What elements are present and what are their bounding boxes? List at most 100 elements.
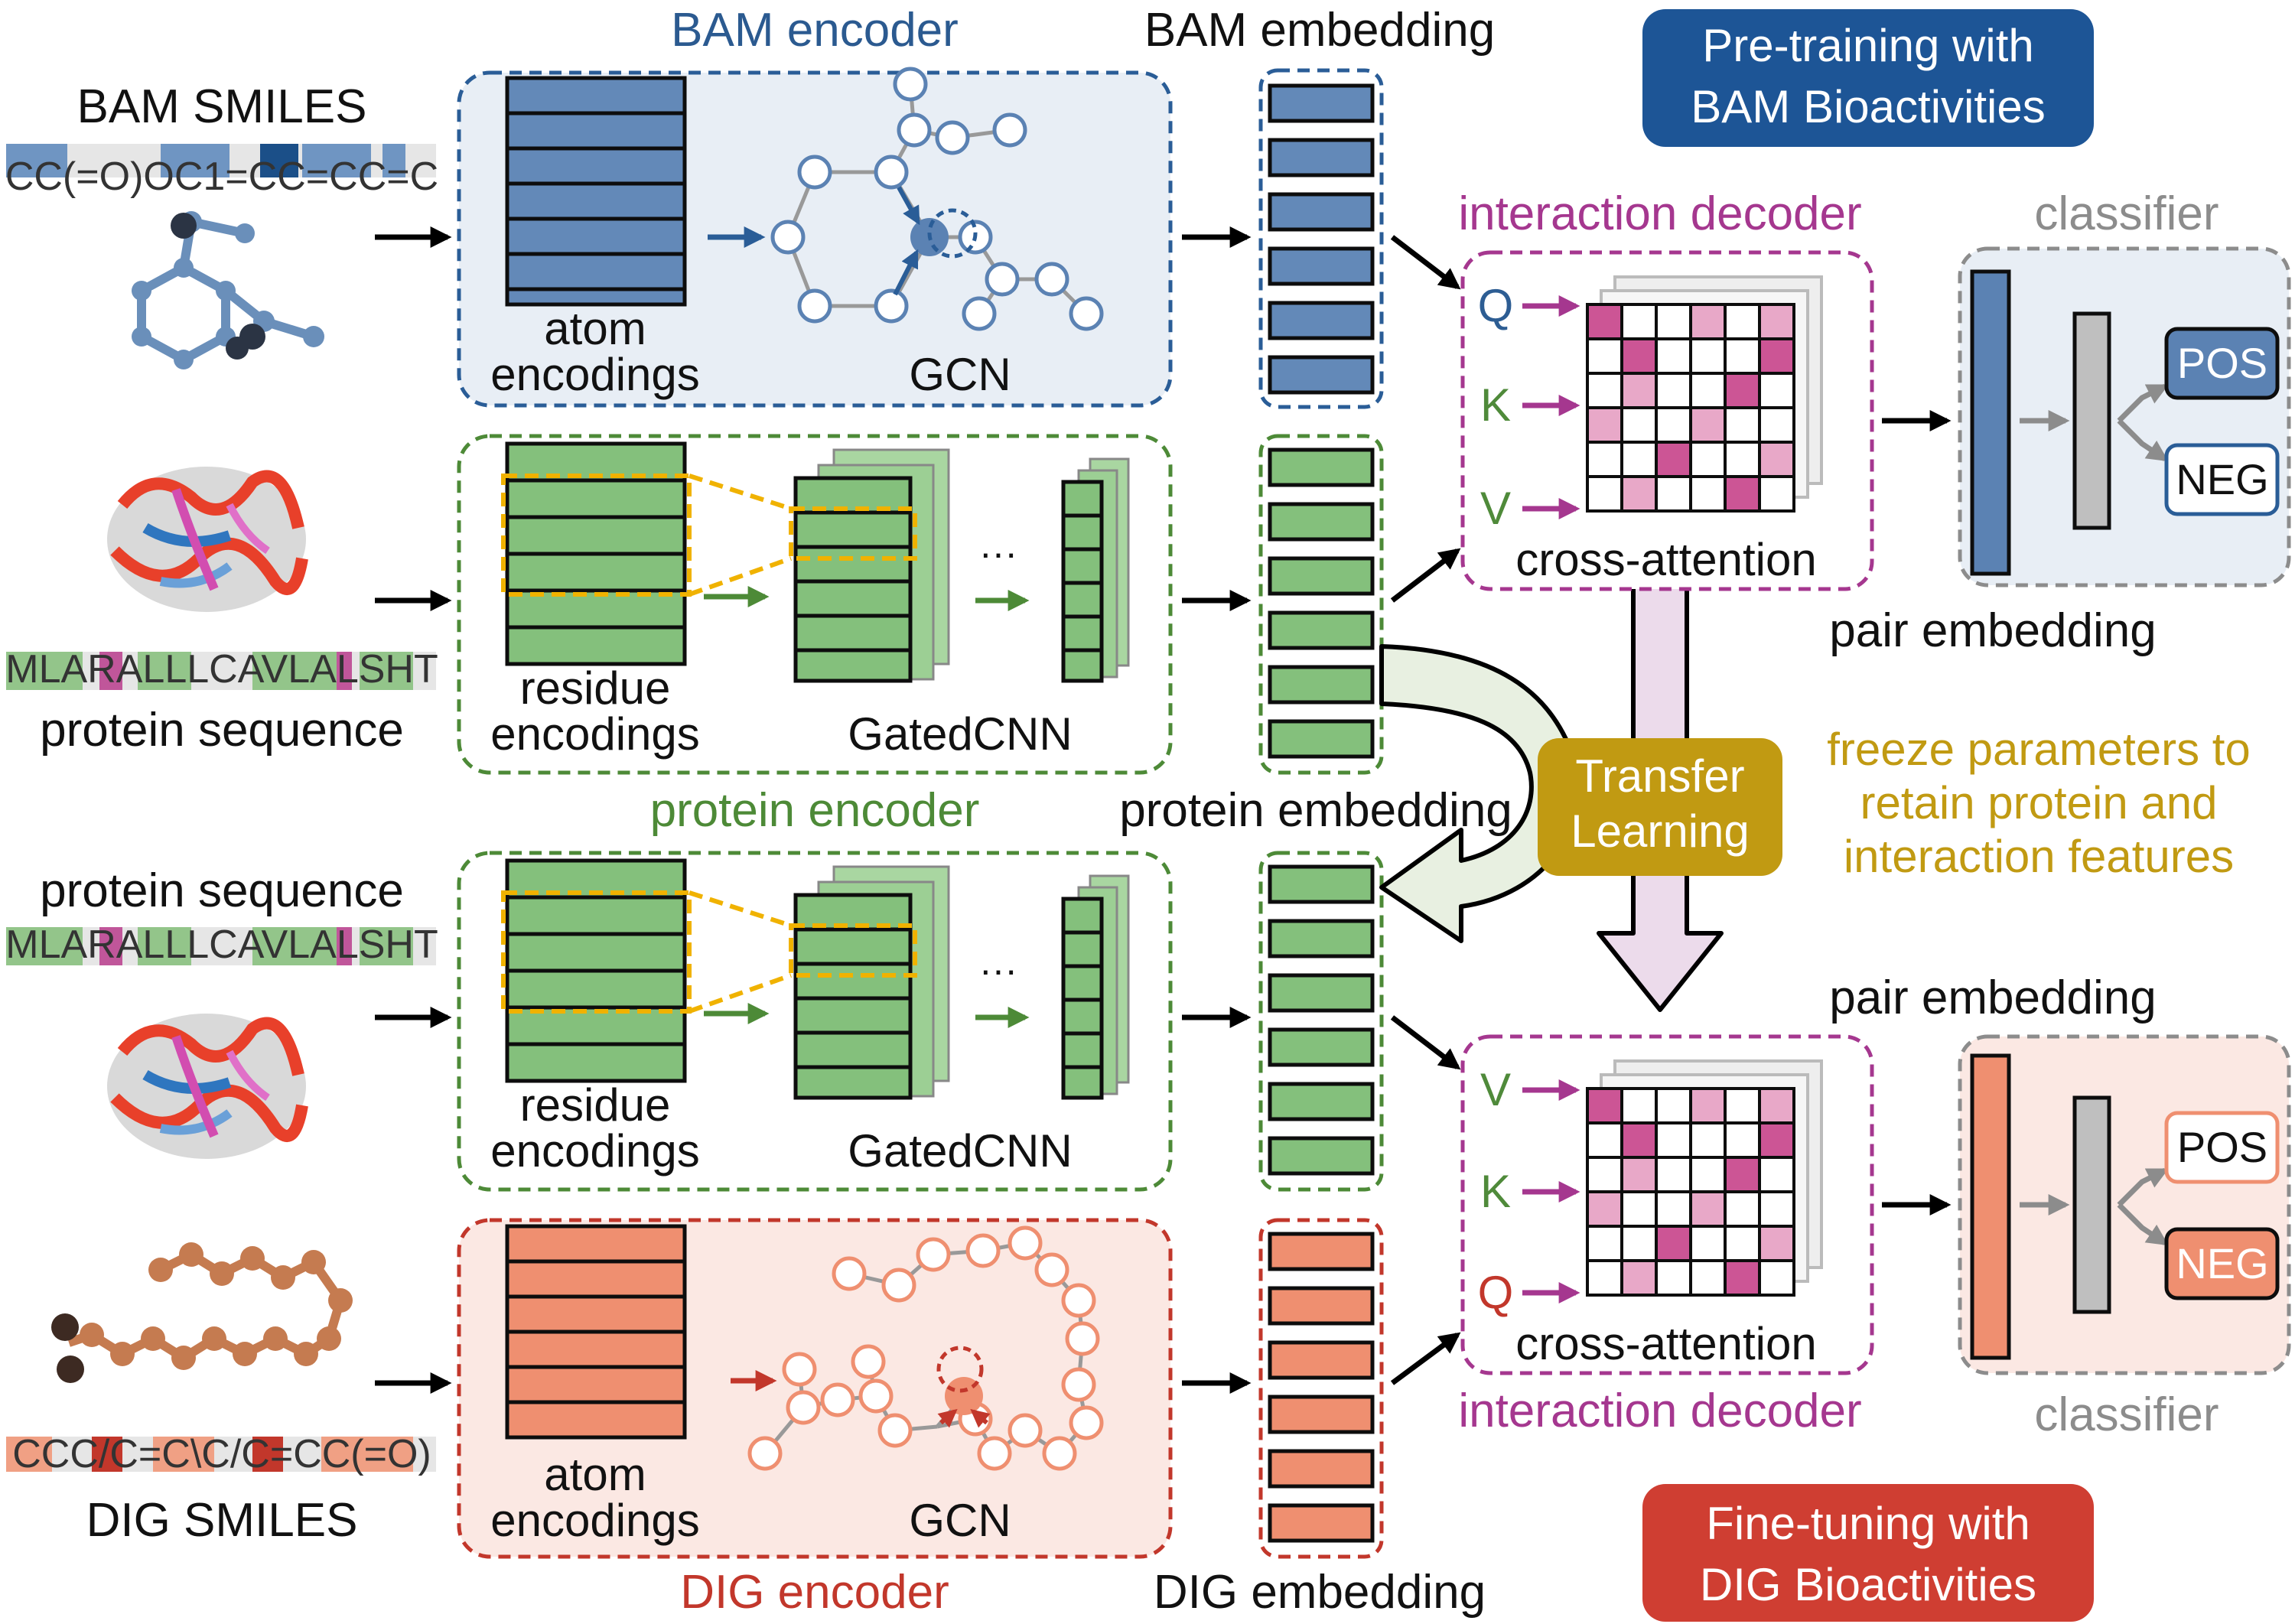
gatedcnn-ellipsis-top: ··· [979, 532, 1017, 574]
attention-cell [1758, 1087, 1795, 1124]
pretrain-line-1: Pre-training with [1702, 20, 2034, 71]
attention-cell [1586, 303, 1623, 340]
attention-cell [1586, 337, 1623, 375]
k-label-top: K [1480, 379, 1511, 431]
bam-encoder: BAM encoder atom encodings [457, 4, 1173, 408]
atom-encodings-label-bottom-2: encodings [490, 1495, 700, 1546]
bam-smiles-title: BAM SMILES [77, 80, 367, 133]
attention-cell [1758, 1121, 1795, 1159]
protein-encoder-title: protein encoder [650, 784, 980, 837]
attention-cell [1689, 1225, 1727, 1262]
attention-cell [1689, 1121, 1727, 1159]
residue-encodings-label-bottom-1: residue [520, 1079, 671, 1131]
attention-cell [1586, 1259, 1623, 1297]
attention-cell [1758, 1156, 1795, 1193]
attention-cell [1620, 1087, 1658, 1124]
attention-cell [1758, 372, 1795, 409]
dig-encoder: atom encodings [457, 1218, 1173, 1559]
attention-cell [1758, 1225, 1795, 1262]
v-label-bottom: V [1480, 1064, 1511, 1115]
protein-sequence-label-top: protein sequence [40, 704, 404, 757]
residue-encodings-label-bottom-2: encodings [490, 1125, 700, 1177]
finetune-badge: Fine-tuning with DIG Bioactivities [1642, 1484, 2094, 1622]
attention-cell [1620, 1259, 1658, 1297]
attention-cell [1724, 1087, 1761, 1124]
protein-input-top: MLARALLLCAVLALSHT protein sequence [5, 467, 452, 757]
attention-cell [1758, 303, 1795, 340]
attention-matrix-bottom [1586, 1059, 1823, 1297]
attention-cell [1620, 475, 1658, 513]
atom-encodings-stack-bottom [505, 1224, 687, 1440]
pos-box-bottom: POS [2164, 1111, 2280, 1184]
pretrain-line-2: BAM Bioactivities [1691, 81, 2045, 132]
attention-cell [1689, 406, 1727, 444]
interaction-decoder-bottom: V K Q cross-attention [1460, 1034, 1874, 1375]
attention-cell [1586, 1190, 1623, 1228]
dig-embedding-label: DIG embedding [1154, 1566, 1486, 1619]
attention-cell [1724, 406, 1761, 444]
gatedcnn-label-top: GatedCNN [848, 708, 1072, 760]
attention-cell [1689, 372, 1727, 409]
dig-molecule-image [51, 1242, 353, 1383]
protein-sequence-string-bottom: MLARALLLCAVLALSHT [5, 923, 438, 967]
cross-attention-caption-top: cross-attention [1515, 534, 1817, 585]
gcn-graph-bottom [747, 1225, 1104, 1471]
interaction-decoder-top: Q K V cross-attention [1460, 250, 1874, 591]
bam-smiles-bar [6, 144, 436, 177]
attention-cell [1689, 1087, 1727, 1124]
attention-cell [1724, 1156, 1761, 1193]
gatedcnn-ellipsis-bottom: ··· [979, 949, 1017, 991]
attention-cell [1724, 1121, 1761, 1159]
attention-cell [1724, 337, 1761, 375]
protein-input-bottom: protein sequence MLARALLLCAVLALSHT [5, 864, 452, 1159]
classifier-top: POS NEG [1958, 246, 2291, 587]
attention-cell [1655, 1225, 1692, 1262]
protein-encoder-top: residue encodings ··· [457, 434, 1173, 775]
attention-cell [1586, 372, 1623, 409]
atom-encodings-label-top-2: encodings [490, 349, 700, 400]
protein-structure-image-bottom [107, 1014, 308, 1159]
attention-cell [1689, 441, 1727, 478]
pos-label-top: POS [2177, 339, 2267, 387]
attention-cell [1586, 1087, 1623, 1124]
gatedcnn-small-stack-top [1061, 457, 1130, 683]
gatedcnn-small-stack-bottom [1061, 874, 1130, 1100]
neg-box-bottom: NEG [2164, 1227, 2280, 1300]
attention-cell [1655, 475, 1692, 513]
protein-sequence-bar-top [6, 652, 436, 690]
attention-cell [1655, 406, 1692, 444]
bam-embedding-label: BAM embedding [1144, 4, 1495, 57]
attention-cell [1586, 1156, 1623, 1193]
attention-cell [1586, 1225, 1623, 1262]
dig-embedding-column [1258, 1218, 1384, 1559]
attention-cell [1689, 1259, 1727, 1297]
attention-cell [1620, 337, 1658, 375]
attention-cell [1724, 1259, 1761, 1297]
gatedcnn-stack-top [789, 448, 950, 683]
bam-smiles-string: CC(=O)OC1=CC=CC=C [5, 155, 438, 199]
residue-encodings-label-top-1: residue [520, 662, 671, 714]
attention-cell [1620, 441, 1658, 478]
attention-cell [1655, 441, 1692, 478]
attention-cell [1758, 1190, 1795, 1228]
gatedcnn-stack-bottom [789, 865, 950, 1100]
cross-attention-caption-bottom: cross-attention [1515, 1318, 1817, 1369]
attention-cell [1620, 1121, 1658, 1159]
protein-embedding-label: protein embedding [1119, 784, 1512, 837]
classifier-bottom: POS NEG [1958, 1034, 2291, 1375]
attention-cell [1689, 303, 1727, 340]
decoder-title-bottom: interaction decoder [1458, 1385, 1861, 1437]
finetune-line-1: Fine-tuning with [1706, 1498, 2030, 1549]
attention-cell [1758, 441, 1795, 478]
bam-molecule-atoms [132, 211, 324, 369]
attention-cell [1724, 441, 1761, 478]
neg-box-top: NEG [2164, 443, 2280, 516]
attention-cell [1620, 1190, 1658, 1228]
dig-smiles-string: CCC/C=C\C/C=CC(=O) [12, 1432, 431, 1476]
neg-label-top: NEG [2176, 455, 2268, 503]
attention-cell [1586, 1121, 1623, 1159]
gcn-graph-top [770, 67, 1104, 331]
transfer-label-2: Learning [1571, 805, 1750, 857]
attention-cell [1724, 303, 1761, 340]
